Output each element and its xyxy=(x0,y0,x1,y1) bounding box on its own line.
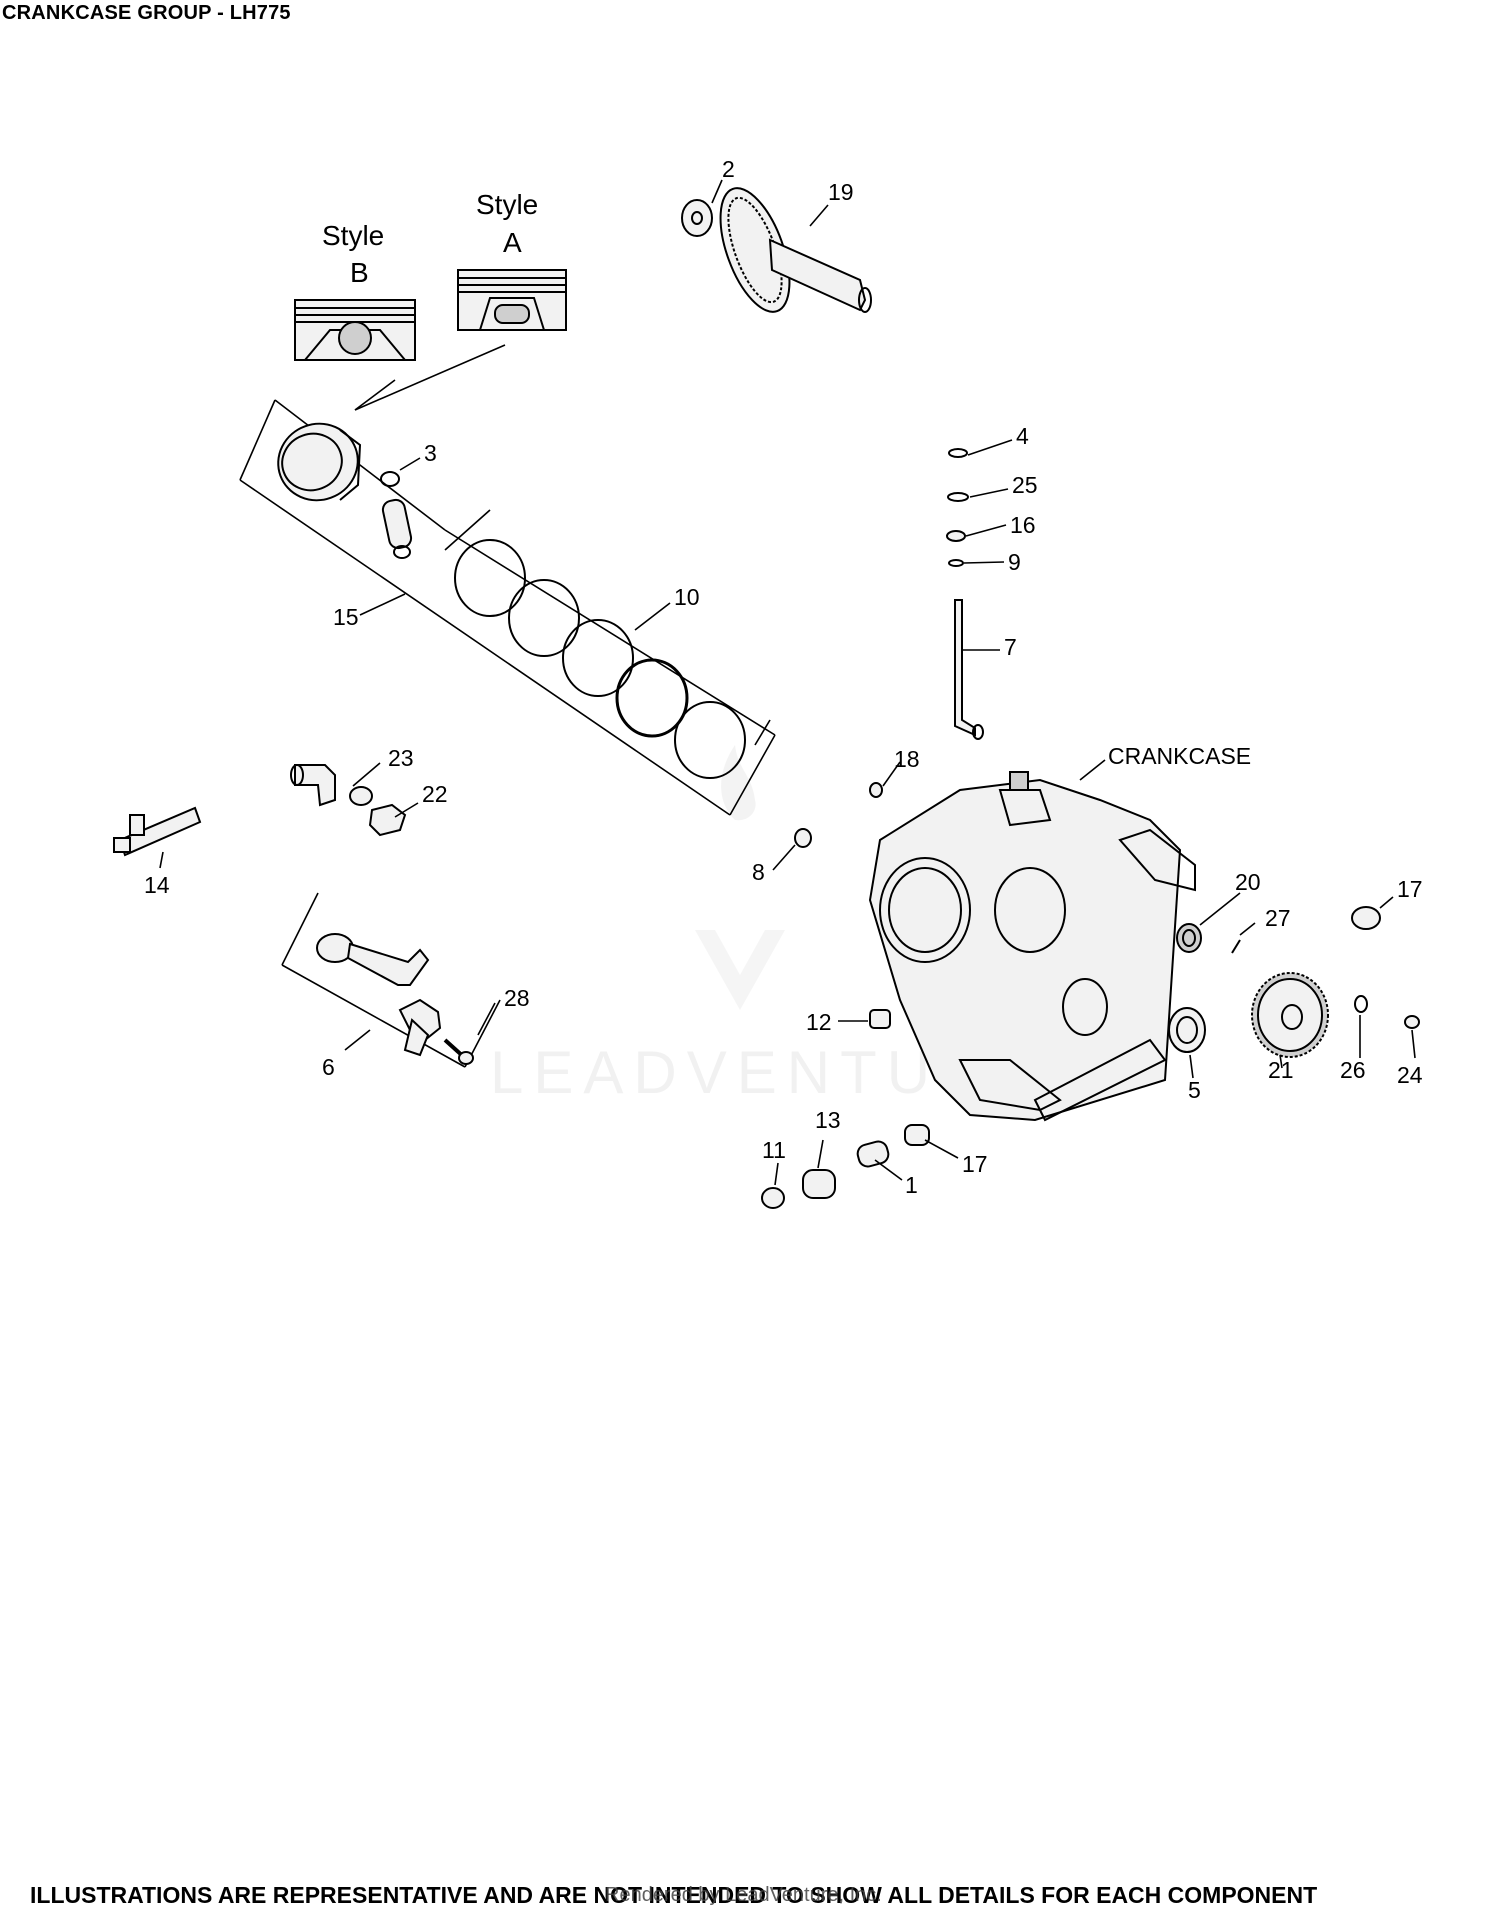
callout-2: 2 xyxy=(722,156,735,182)
plug-23[interactable] xyxy=(349,786,373,806)
callout-1: 1 xyxy=(905,1172,918,1198)
callout-9: 9 xyxy=(1008,549,1021,575)
piston-ring-set[interactable] xyxy=(454,539,746,779)
connecting-rod[interactable] xyxy=(316,933,442,1057)
o-ring-9[interactable] xyxy=(948,559,964,567)
elbow-fitting[interactable] xyxy=(290,764,336,807)
callout-8: 8 xyxy=(752,859,765,885)
callout-5: 5 xyxy=(1188,1077,1201,1103)
pin-27[interactable] xyxy=(1231,939,1241,954)
piston-style-b[interactable] xyxy=(294,299,416,361)
callout-25: 25 xyxy=(1012,472,1038,498)
camshaft-shim-washer[interactable] xyxy=(681,199,713,237)
piston-pin-retainer[interactable] xyxy=(380,471,400,487)
style-a-letter: A xyxy=(503,227,522,258)
callout-leaders xyxy=(159,179,1416,1186)
disclaimer-footer: ILLUSTRATIONS ARE REPRESENTATIVE AND ARE… xyxy=(30,1882,1318,1908)
callout-19: 19 xyxy=(828,179,854,205)
camshaft[interactable] xyxy=(706,179,872,320)
dowel-12[interactable] xyxy=(869,1009,891,1029)
crankcase[interactable] xyxy=(868,771,1196,1122)
callout-20: 20 xyxy=(1235,869,1261,895)
callout-17-bottom: 17 xyxy=(962,1151,988,1177)
bolt-24[interactable] xyxy=(1404,1015,1420,1029)
style-b-letter: B xyxy=(350,257,369,288)
callout-16: 16 xyxy=(1010,512,1036,538)
bushing-17-bottom[interactable] xyxy=(904,1124,930,1146)
nut-22[interactable] xyxy=(368,803,407,837)
callout-10: 10 xyxy=(674,584,700,610)
style-pointer-line xyxy=(354,344,506,411)
callout-22: 22 xyxy=(422,781,448,807)
callout-4: 4 xyxy=(1016,423,1029,449)
callout-12: 12 xyxy=(806,1009,832,1035)
oil-seal-5[interactable] xyxy=(1168,1007,1206,1053)
piston-pin[interactable] xyxy=(381,498,413,550)
callout-26: 26 xyxy=(1340,1057,1366,1083)
piston[interactable] xyxy=(267,413,368,512)
callout-17-right: 17 xyxy=(1397,876,1423,902)
plug-18[interactable] xyxy=(869,782,883,798)
callout-6: 6 xyxy=(322,1054,335,1080)
callout-labels: 2 19 3 15 10 4 25 16 9 7 18 CRANKCASE 8 … xyxy=(144,156,1423,1198)
oil-seal-20[interactable] xyxy=(1176,923,1202,953)
callout-15: 15 xyxy=(333,604,359,630)
plug-11[interactable] xyxy=(761,1187,785,1209)
small-washer-25[interactable] xyxy=(947,492,969,502)
governor-gear[interactable] xyxy=(1251,972,1329,1058)
oil-pressure-fitting[interactable] xyxy=(113,806,202,857)
style-a-word: Style xyxy=(476,189,538,220)
bushing-1[interactable] xyxy=(856,1139,891,1168)
plug-17-right[interactable] xyxy=(1351,906,1381,930)
callout-crankcase: CRANKCASE xyxy=(1108,743,1251,769)
callout-28: 28 xyxy=(504,985,530,1011)
rendered-by-overlay: Rendered by LeadVenture, Inc. xyxy=(605,1884,882,1906)
small-washer-4[interactable] xyxy=(948,448,968,458)
callout-13: 13 xyxy=(815,1107,841,1133)
plug-8[interactable] xyxy=(794,828,812,848)
dipstick-tube[interactable] xyxy=(954,599,984,740)
piston-style-a[interactable] xyxy=(457,269,567,331)
ring-set-bracket xyxy=(444,509,771,746)
callout-24: 24 xyxy=(1397,1062,1423,1088)
callout-21: 21 xyxy=(1268,1057,1294,1083)
callout-18: 18 xyxy=(894,746,920,772)
callout-11: 11 xyxy=(762,1137,786,1163)
piston-pin-retainer-lower[interactable] xyxy=(393,545,411,559)
piston-ring-assembly-bracket xyxy=(239,399,776,816)
seal-16[interactable] xyxy=(946,530,966,542)
style-b-word: Style xyxy=(322,220,384,251)
callout-3: 3 xyxy=(424,440,437,466)
callout-27: 27 xyxy=(1265,905,1291,931)
callout-14: 14 xyxy=(144,872,170,898)
washer-26[interactable] xyxy=(1354,995,1368,1013)
bushing-13[interactable] xyxy=(802,1169,836,1199)
connecting-rod-bolt[interactable] xyxy=(443,1038,474,1065)
callout-23: 23 xyxy=(388,745,414,771)
page-title: CRANKCASE GROUP - LH775 xyxy=(2,2,291,24)
callout-7: 7 xyxy=(1004,634,1017,660)
